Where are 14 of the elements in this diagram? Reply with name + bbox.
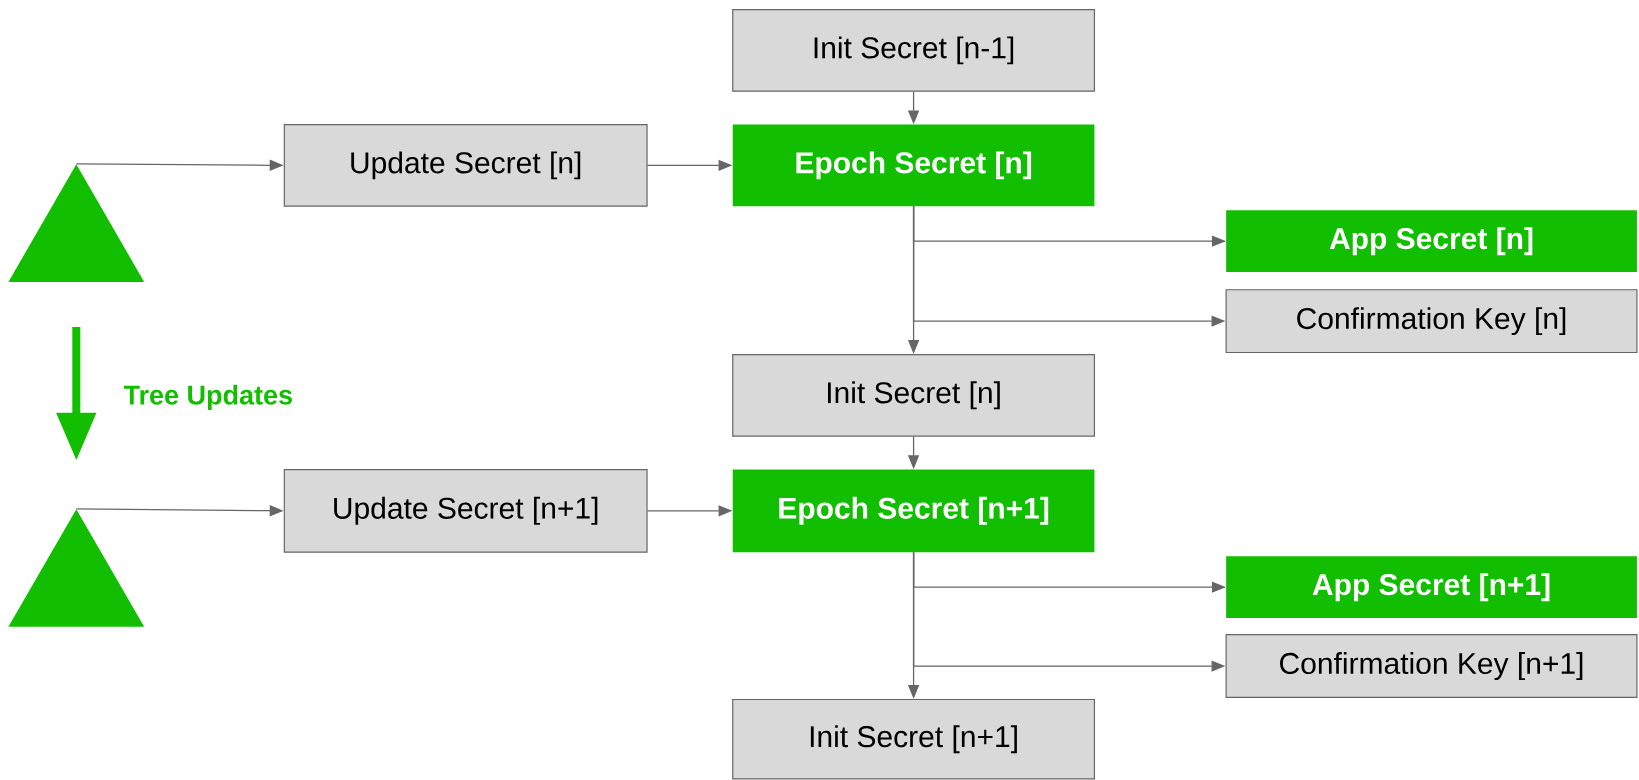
highlighted-box: App Secret [n+1] — [1226, 556, 1637, 618]
process-box: Init Secret [n+1] — [732, 698, 1096, 780]
edge-label: Tree Updates — [123, 384, 292, 410]
process-box: Confirmation Key [n+1] — [1225, 634, 1638, 698]
process-box: Update Secret [n+1] — [283, 468, 648, 553]
triangle — [8, 164, 145, 282]
process-box: Update Secret [n] — [283, 124, 648, 207]
process-box: Confirmation Key [n] — [1225, 289, 1638, 354]
highlighted-box: Epoch Secret [n+1] — [732, 469, 1095, 553]
triangle — [8, 509, 145, 627]
highlighted-box: Epoch Secret [n] — [732, 124, 1095, 207]
highlighted-box: App Secret [n] — [1226, 210, 1637, 272]
process-box: Init Secret [n] — [732, 353, 1096, 437]
process-box: Init Secret [n-1] — [732, 9, 1096, 92]
